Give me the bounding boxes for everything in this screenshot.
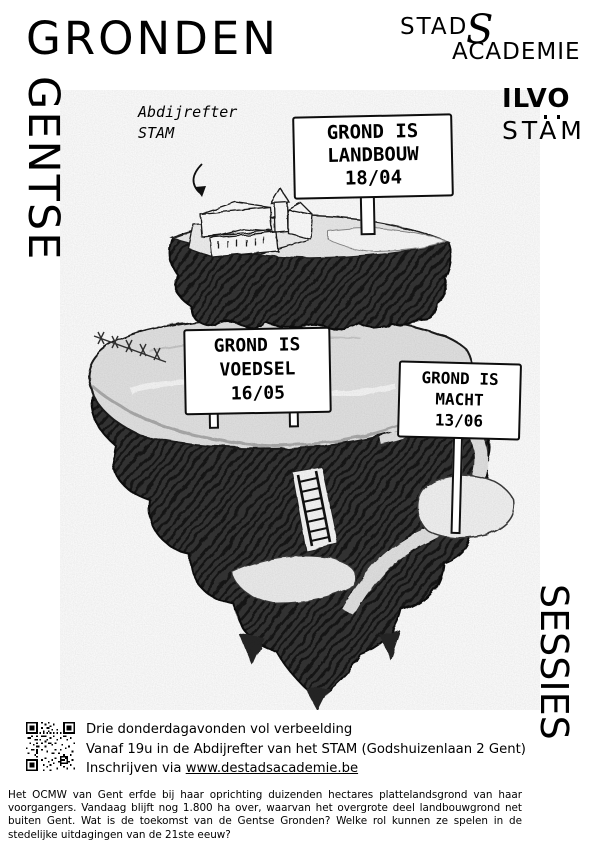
footer-info: Drie donderdagavonden vol verbeelding Va… <box>86 720 536 779</box>
stam-umlaut-marks <box>544 115 560 119</box>
sign-macht-date: 13/06 <box>434 410 484 431</box>
sign-macht-board: GROND IS MACHT 13/06 <box>397 360 522 441</box>
sign-landbouw-line1: GROND IS <box>326 120 419 144</box>
logo-stadsacademie: STAD S ACADEMIE <box>400 10 596 65</box>
sign-voedsel: GROND IS VOEDSEL 16/05 <box>183 326 332 429</box>
title-gentse: GENTSE <box>18 76 68 262</box>
qr-code <box>26 722 75 771</box>
stadsacademie-swash-s: S <box>466 7 494 53</box>
sign-macht-line2: MACHT <box>435 389 484 410</box>
sign-macht-line1: GROND IS <box>421 368 499 390</box>
sign-landbouw: GROND IS LANDBOUW 18/04 <box>292 113 454 236</box>
sign-landbouw-board: GROND IS LANDBOUW 18/04 <box>292 113 454 200</box>
footer-line1: Drie donderdagavonden vol verbeelding <box>86 722 353 737</box>
footer-line3: Inschrijven via www.destadsacademie.be <box>86 759 536 779</box>
footer-line2: Vanaf 19u in de Abdijrefter van het STAM… <box>86 741 526 757</box>
sign-voedsel-board: GROND IS VOEDSEL 16/05 <box>183 326 332 416</box>
sign-voedsel-line2: VOEDSEL <box>219 358 296 381</box>
sign-landbouw-date: 18/04 <box>344 166 403 190</box>
website-link[interactable]: www.destadsacademie.be <box>185 761 359 776</box>
footer-paragraph: Het OCMW van Gent erfde bij haar opricht… <box>8 789 522 841</box>
sign-landbouw-line2: LANDBOUW <box>326 143 419 167</box>
sign-voedsel-date: 16/05 <box>230 382 286 405</box>
footer-line3-prefix: Inschrijven via <box>86 761 186 776</box>
stadsacademie-line2: ACADEMIE <box>452 39 581 65</box>
sign-voedsel-line1: GROND IS <box>213 334 301 357</box>
stadsacademie-line1: STAD <box>400 14 469 40</box>
title-gronden: GRONDEN <box>26 12 279 65</box>
sign-macht: GROND IS MACHT 13/06 <box>397 360 522 535</box>
